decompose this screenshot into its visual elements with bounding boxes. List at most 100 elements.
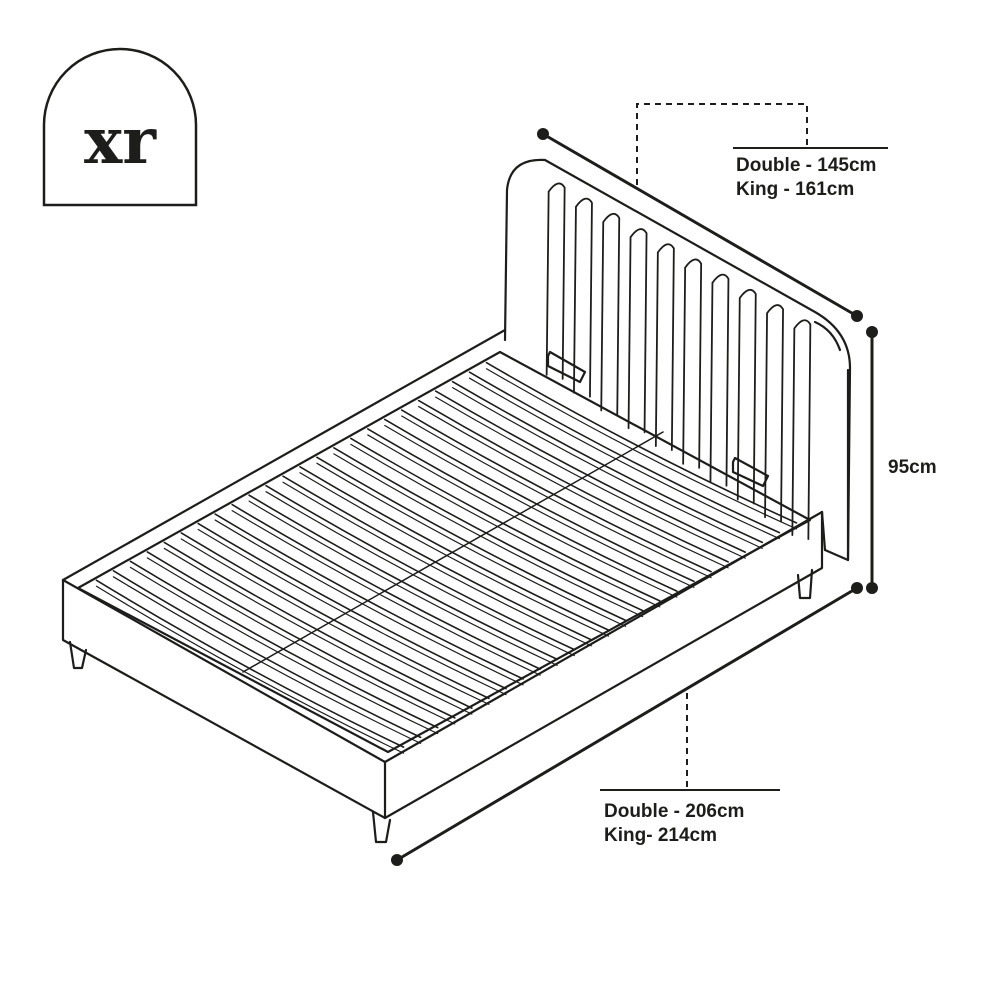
bed-slats bbox=[95, 361, 798, 754]
bed-slat-edge bbox=[197, 528, 507, 696]
length-dimension-line bbox=[396, 586, 858, 862]
lift-bracket-left bbox=[546, 350, 587, 384]
bed-slat-edge bbox=[180, 538, 490, 705]
length-endpoint-dot bbox=[851, 582, 863, 594]
height-text: 95cm bbox=[888, 457, 937, 478]
bed-legs bbox=[68, 568, 814, 844]
bed-slat bbox=[129, 560, 439, 729]
bed-slat-edge bbox=[401, 415, 712, 579]
bed-leg-left bbox=[68, 640, 88, 670]
bed-slat bbox=[282, 475, 593, 641]
bed-slat bbox=[231, 503, 542, 670]
width-dimension-label: Double - 145cm King - 161cm bbox=[736, 154, 876, 202]
frame-top-left-rail bbox=[61, 328, 507, 582]
bed-slat-edge bbox=[418, 405, 729, 569]
height-endpoint-dot bbox=[866, 326, 878, 338]
logo-arch-frame bbox=[42, 47, 198, 207]
width-callout-leader bbox=[636, 103, 808, 185]
bed-slat bbox=[417, 399, 729, 563]
bed-slat bbox=[214, 513, 524, 680]
width-endpoint-dot bbox=[851, 310, 863, 322]
bed-slat bbox=[434, 390, 747, 553]
dimension-lines bbox=[391, 128, 878, 866]
bed-leg-front bbox=[371, 810, 392, 844]
bed-slat-edge bbox=[468, 377, 780, 540]
bed-slat-edge bbox=[265, 491, 575, 657]
bed-slat bbox=[400, 409, 712, 573]
headboard-channel bbox=[764, 304, 784, 523]
headboard-channel bbox=[573, 197, 593, 398]
bed-slat-edge bbox=[282, 481, 593, 647]
bed-slat bbox=[451, 380, 764, 544]
bed-slat-edge bbox=[350, 443, 661, 608]
bed-slat bbox=[248, 494, 559, 661]
bed-slat-edge bbox=[316, 462, 627, 627]
headboard-join bbox=[820, 510, 827, 552]
headboard-channel bbox=[627, 228, 648, 434]
bed-slat bbox=[299, 465, 610, 631]
headboard-channel bbox=[736, 288, 757, 505]
headboard-channel bbox=[791, 319, 812, 540]
width-endpoint-dot bbox=[537, 128, 549, 140]
headboard-channel bbox=[545, 182, 566, 380]
frame-front-top bbox=[61, 578, 387, 764]
bed-illustration bbox=[61, 158, 852, 844]
width-double-text: Double - 145cm bbox=[736, 155, 877, 176]
frame-inner-rim bbox=[76, 350, 812, 754]
bed-slat bbox=[112, 570, 422, 739]
length-king-text: King- 214cm bbox=[604, 825, 717, 846]
headboard-channel bbox=[654, 243, 675, 451]
bed-slat-edge bbox=[163, 547, 473, 715]
bed-slat-edge bbox=[129, 566, 439, 735]
bed-slat-edge bbox=[95, 585, 405, 754]
bed-slat bbox=[333, 447, 644, 612]
bed-slat bbox=[180, 532, 490, 700]
bed-frame bbox=[61, 328, 827, 820]
bed-slat bbox=[146, 551, 456, 719]
bed-slat bbox=[316, 456, 627, 622]
frame-front-face bbox=[61, 578, 387, 820]
headboard bbox=[503, 158, 852, 562]
headboard-outline bbox=[503, 158, 852, 562]
bed-slat bbox=[197, 522, 507, 690]
bed-slat-edge bbox=[384, 424, 695, 588]
bed-slat bbox=[95, 579, 405, 748]
bed-slat-edge bbox=[452, 387, 763, 549]
bed-slat-edge bbox=[333, 453, 644, 618]
bed-slat-edge bbox=[231, 510, 541, 676]
bed-slat-edge bbox=[435, 396, 746, 559]
bed-leg-right bbox=[796, 568, 814, 600]
bed-slat-edge bbox=[485, 368, 798, 530]
headboard-channel bbox=[682, 258, 703, 469]
brand-logo: xr bbox=[42, 47, 198, 207]
slat-center-rail bbox=[242, 431, 664, 673]
height-endpoint-dot bbox=[866, 582, 878, 594]
bed-slat bbox=[163, 541, 473, 709]
headboard-inner-edge bbox=[813, 320, 842, 352]
bed-slat-edge bbox=[112, 576, 422, 744]
bed-slat bbox=[383, 418, 695, 583]
frame-right-face bbox=[383, 510, 824, 820]
lift-bracket-right bbox=[731, 456, 770, 488]
width-dimension-line bbox=[542, 132, 858, 318]
bed-slat-edge bbox=[367, 434, 678, 598]
bed-slat bbox=[468, 371, 781, 534]
bed-slat-edge bbox=[146, 557, 456, 725]
bed-slat bbox=[350, 437, 661, 602]
callout-leaders bbox=[600, 103, 888, 791]
bed-slat-edge bbox=[214, 519, 524, 686]
length-dimension-label: Double - 206cm King- 214cm bbox=[604, 800, 744, 848]
headboard-channel bbox=[709, 273, 730, 487]
height-dimension-label: 95cm bbox=[888, 456, 937, 480]
headboard-channels bbox=[545, 182, 812, 540]
logo-wordmark: xr bbox=[84, 104, 157, 179]
bed-slat-edge bbox=[248, 500, 558, 666]
length-endpoint-dot bbox=[391, 854, 403, 866]
headboard-channel bbox=[600, 212, 621, 416]
length-double-text: Double - 206cm bbox=[604, 801, 745, 822]
bed-slat bbox=[367, 428, 678, 592]
bed-slat bbox=[485, 361, 798, 524]
bed-slat bbox=[265, 484, 576, 651]
width-king-text: King - 161cm bbox=[736, 179, 855, 200]
